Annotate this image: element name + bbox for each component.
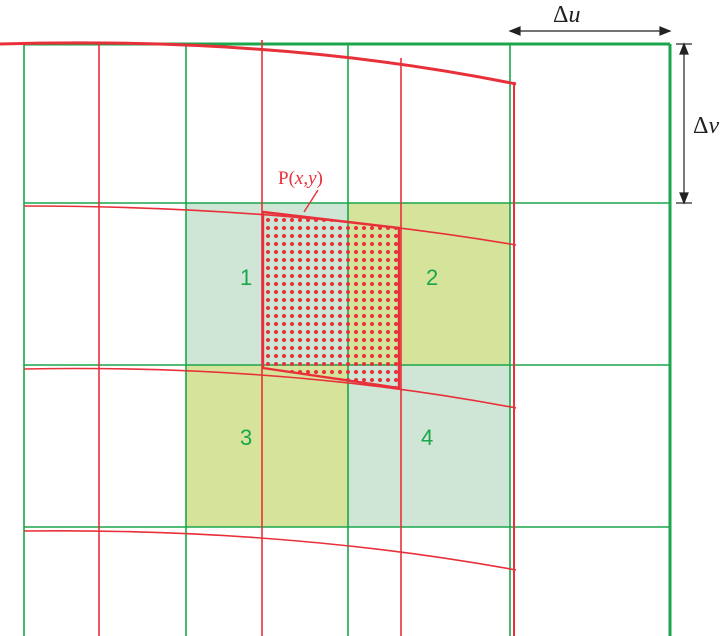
dv-label: Δv	[693, 113, 719, 139]
dv-dimension	[676, 42, 692, 205]
du-dimension	[508, 26, 672, 36]
cell-label-1: 1	[240, 265, 252, 290]
cell-label-4: 4	[421, 425, 433, 450]
target-region	[261, 210, 401, 390]
point-label: P(x,y)	[278, 168, 323, 189]
cell-label-3: 3	[240, 425, 252, 450]
red-grid-curve	[23, 530, 517, 571]
cell-4-fill	[348, 365, 510, 527]
cell-3-fill	[186, 365, 348, 527]
red-grid-curve	[23, 367, 517, 409]
cell-label-2: 2	[426, 265, 438, 290]
point-leader-line	[303, 189, 319, 213]
green-grid	[23, 42, 672, 636]
red-grid-curve	[0, 41, 517, 86]
du-label: Δu	[553, 2, 580, 28]
